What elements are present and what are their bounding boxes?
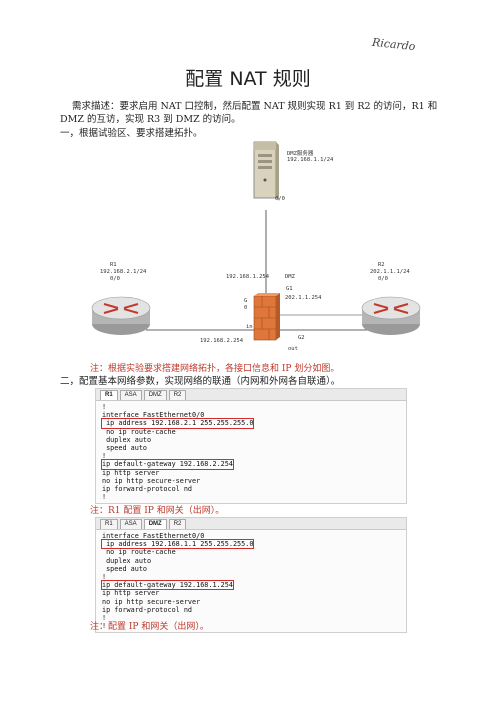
code-line: interface FastEthernet0/0: [102, 411, 205, 420]
firewall-icon: [253, 293, 280, 341]
console-screenshot-r1: R1 ASA DMZ R2 ! interface FastEthernet0/…: [95, 388, 407, 505]
code-line: no ip http secure-server: [102, 476, 201, 485]
code-line: !: [102, 403, 107, 411]
tab-asa[interactable]: ASA: [119, 389, 142, 400]
r2-name: R2: [378, 262, 385, 268]
code-line: ip forward-protocol nd: [102, 605, 193, 614]
server-ip: 192.168.1.1/24: [287, 157, 334, 163]
tab-r1[interactable]: R1: [100, 389, 118, 400]
note-r1-config: 注：R1 配置 IP 和网关（出网）。: [90, 506, 225, 516]
console-output: ! interface FastEthernet0/0 ip address 1…: [96, 401, 406, 503]
code-line: ip http server: [102, 468, 160, 477]
code-line: no ip route-cache: [102, 548, 176, 557]
code-line: !: [102, 572, 107, 581]
server-port: 0/0: [275, 196, 285, 202]
code-line: !: [102, 493, 107, 502]
fw-in-ip: 192.168.2.254: [200, 338, 244, 344]
code-line: speed auto: [102, 564, 148, 573]
r1-port: 0/0: [110, 276, 120, 282]
code-line: duplex auto: [102, 556, 152, 565]
code-line-highlighted: ip address 192.168.1.1 255.255.255.0: [100, 539, 255, 550]
note-topology: 注：根据实验要求搭建网络拓扑，各接口信息和 IP 划分如图。: [90, 364, 340, 374]
r2-ip: 202.1.1.1/24: [370, 269, 410, 275]
tab-dmz[interactable]: DMZ: [143, 389, 167, 400]
tab-dmz[interactable]: DMZ: [143, 518, 167, 529]
code-line: ip http server: [102, 589, 160, 598]
code-line: no ip route-cache: [102, 427, 176, 436]
code-line: ip forward-protocol nd: [102, 484, 193, 493]
server-label: DMZ服务器: [287, 151, 314, 157]
console-tabs: R1 ASA DMZ R2: [96, 518, 406, 530]
code-line: !: [102, 622, 107, 631]
code-line-highlighted: ip address 192.168.2.1 255.255.255.0: [100, 418, 255, 429]
fw-g1: G1: [286, 286, 293, 292]
code-line: no ip http secure-server: [102, 597, 201, 606]
fw-in-label: in: [246, 324, 253, 330]
console-screenshot-dmz: R1 ASA DMZ R2 interface FastEthernet0/0 …: [95, 517, 407, 634]
router-r2-icon: [361, 296, 421, 335]
page-title: 配置 NAT 规则: [185, 68, 311, 90]
tab-asa[interactable]: ASA: [119, 518, 142, 529]
router-r1-icon: [91, 296, 151, 335]
fw-out-label: out: [288, 346, 298, 352]
tab-r2[interactable]: R2: [168, 389, 187, 400]
requirement-text: 需求描述：要求启用 NAT 口控制，然后配置 NAT 规则实现 R1 到 R2 …: [60, 101, 438, 125]
code-line: speed auto: [102, 443, 148, 452]
fw-dmz-ip: 192.168.1.254: [226, 274, 270, 280]
tab-r2[interactable]: R2: [168, 518, 187, 529]
r2-port: 0/0: [378, 276, 388, 282]
fw-g2: G2: [298, 335, 305, 341]
network-topology: DMZ服务器 192.168.1.1/24 0/0 R1 192.168.2.1…: [88, 140, 428, 360]
code-line: interface FastEthernet0/0: [102, 532, 205, 540]
code-line-highlighted: ip default-gateway 192.168.2.254: [101, 459, 234, 470]
code-line: !: [102, 452, 107, 461]
note-dmz-config: 注：配置 IP 和网关（出网）。: [90, 622, 209, 632]
fw-g0: G: [244, 298, 248, 304]
signature: Ricardo: [371, 35, 417, 54]
console-tabs: R1 ASA DMZ R2: [96, 389, 406, 401]
step-2-heading: 二，配置基本网络参数，实现网络的联通（内网和外网各自联通）。: [60, 376, 341, 387]
fw-dmz-label: DMZ: [285, 274, 295, 280]
code-line: !: [102, 613, 107, 622]
console-output: interface FastEthernet0/0 ip address 192…: [96, 530, 406, 632]
fw-g0-num: 0: [244, 305, 248, 311]
r1-name: R1: [110, 262, 117, 268]
tab-r1[interactable]: R1: [100, 518, 118, 529]
code-line: duplex auto: [102, 435, 152, 444]
code-line-highlighted: ip default-gateway 192.168.1.254: [101, 580, 234, 591]
step-1-heading: 一，根据试验区、要求搭建拓扑。: [60, 128, 203, 139]
server-icon: [253, 141, 279, 200]
fw-out-ip: 202.1.1.254: [285, 295, 322, 301]
r1-ip: 192.168.2.1/24: [100, 269, 147, 275]
